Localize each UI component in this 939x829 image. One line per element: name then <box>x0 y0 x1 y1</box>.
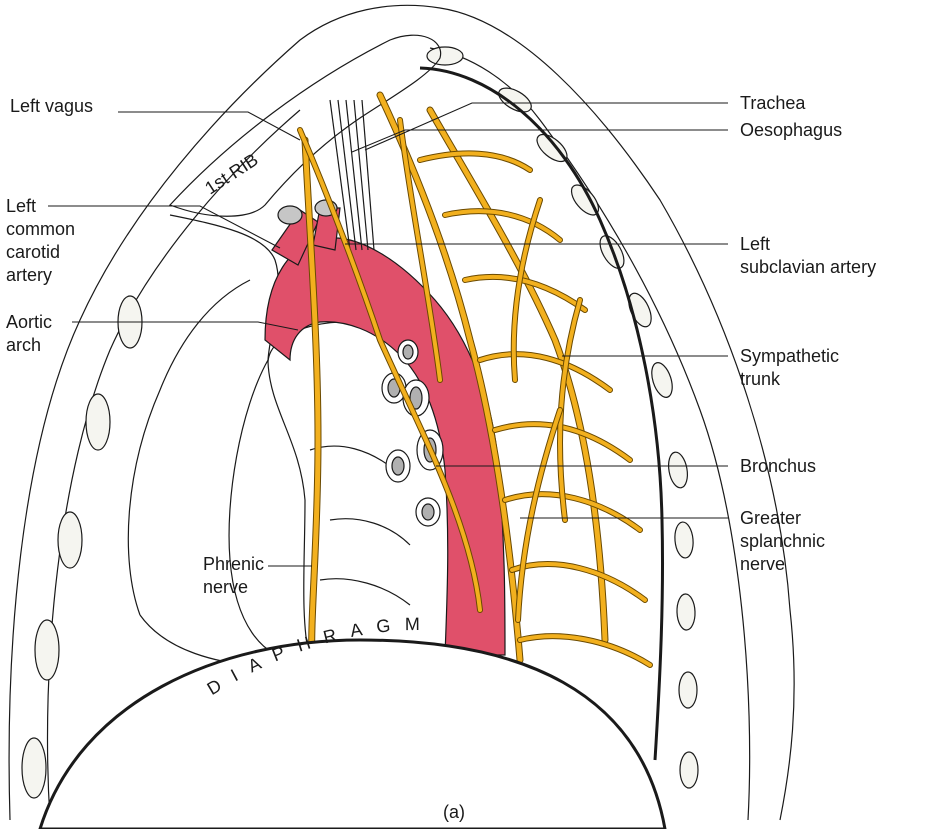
label-trachea: Trachea <box>740 93 806 113</box>
rib-section <box>648 360 676 400</box>
leader-left-common-carotid <box>48 206 280 248</box>
svg-text:nerve: nerve <box>203 577 248 597</box>
svg-text:nerve: nerve <box>740 554 785 574</box>
rib-section <box>58 512 82 568</box>
leader-left-vagus <box>118 112 300 140</box>
label-sympathetic-trunk: Sympathetic trunk <box>740 346 839 389</box>
svg-text:Phrenic: Phrenic <box>203 554 264 574</box>
rib-section <box>676 594 695 631</box>
rib-section <box>666 451 690 490</box>
rib-section <box>86 394 110 450</box>
rib-section <box>35 620 59 680</box>
rib-section <box>495 83 535 117</box>
svg-text:Greater: Greater <box>740 508 801 528</box>
phrenic-nerve <box>305 140 318 660</box>
svg-text:common: common <box>6 219 75 239</box>
svg-text:Sympathetic: Sympathetic <box>740 346 839 366</box>
first-rib-label: 1st RIB <box>201 149 261 198</box>
svg-text:Left: Left <box>740 234 770 254</box>
label-greater-splanchnic-nerve: Greater splanchnic nerve <box>740 508 825 574</box>
aorta <box>265 200 505 655</box>
vessel-lumen <box>403 345 413 359</box>
svg-text:arch: arch <box>6 335 41 355</box>
svg-text:carotid: carotid <box>6 242 60 262</box>
rib-section <box>673 521 694 558</box>
label-left-subclavian-artery: Left subclavian artery <box>740 234 876 277</box>
svg-text:splanchnic: splanchnic <box>740 531 825 551</box>
svg-text:Aortic: Aortic <box>6 312 52 332</box>
label-bronchus: Bronchus <box>740 456 816 476</box>
rib-section <box>22 738 46 798</box>
label-phrenic-nerve: Phrenic nerve <box>203 554 264 597</box>
rib-section <box>679 672 697 708</box>
label-left-common-carotid-artery: Left common carotid artery <box>6 196 75 285</box>
vessel-lumen <box>392 457 404 475</box>
diaphragm: DIAPHRAGM <box>40 614 665 829</box>
vessel-lumen <box>422 504 434 520</box>
leader-aortic-arch <box>72 322 298 330</box>
label-oesophagus: Oesophagus <box>740 120 842 140</box>
greater-splanchnic-nerve <box>518 410 560 620</box>
rib-section <box>680 752 698 788</box>
rib-section <box>427 47 463 65</box>
svg-text:subclavian artery: subclavian artery <box>740 257 876 277</box>
svg-text:Left: Left <box>6 196 36 216</box>
label-aortic-arch: Aortic arch <box>6 312 52 355</box>
descending-aorta <box>265 238 505 655</box>
figure-caption: (a) <box>443 802 465 822</box>
label-left-vagus: Left vagus <box>10 96 93 116</box>
carotid-lumen <box>278 206 302 224</box>
svg-text:trunk: trunk <box>740 369 781 389</box>
svg-text:artery: artery <box>6 265 52 285</box>
